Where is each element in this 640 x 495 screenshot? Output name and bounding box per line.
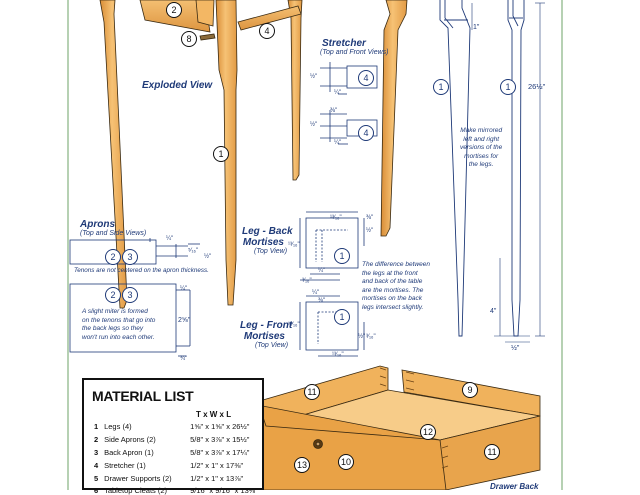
- row-dims: 1/2" x 1" x 17⅜": [190, 461, 244, 470]
- mirrored-note: Make mirrored left and right versions of…: [460, 127, 503, 168]
- dim-stretcher-quarter-front: ¼": [334, 140, 342, 146]
- callout-1-leg-profile-right: 1: [500, 79, 516, 95]
- leg-front-mortises-heading: Leg - Front Mortises: [240, 320, 293, 342]
- dim-leg-length: 26½": [528, 82, 546, 91]
- material-list-title: MATERIAL LIST: [92, 388, 194, 404]
- dim-front-thirteen-sixteenths-bottom: ¹³⁄₁₆": [332, 352, 344, 358]
- callout-1-front-mortise: 1: [334, 309, 350, 325]
- drawer-back-heading: Drawer Back: [490, 482, 539, 491]
- page-border: [67, 0, 563, 490]
- dim-apron-quarter: ¼": [180, 286, 188, 292]
- material-row: 6 Tabletop Cleats (2) 9/16" x 9/16" x 13⅜…: [94, 486, 258, 495]
- row-name: Tabletop Cleats (2): [104, 486, 168, 495]
- leg-back-mortises-detail: [299, 211, 365, 281]
- dim-back-half: ½": [366, 228, 374, 234]
- leg-back-subheading: (Top View): [254, 248, 288, 255]
- miter-note: A slight miter is formed on the tenons t…: [82, 308, 156, 341]
- stretcher-detail: [320, 62, 378, 145]
- row-number: 4: [94, 461, 99, 470]
- row-number: 2: [94, 435, 99, 444]
- dim-front-thirteen-sixteenths: ¹³⁄₁₆": [288, 322, 300, 328]
- row-name: Drawer Supports (2): [104, 474, 172, 483]
- callout-2: 2: [166, 2, 182, 18]
- row-dims: 5/8" x 3⅞" x 15½": [190, 435, 250, 444]
- row-dims: 9/16" x 9/16" x 13⅜": [190, 486, 258, 495]
- row-number: 3: [94, 448, 99, 457]
- material-row: 2 Side Aprons (2) 5/8" x 3⅞" x 15½": [94, 435, 249, 444]
- aprons-subheading: (Top and Side Views): [80, 230, 147, 237]
- dim-one-inch: 1": [473, 24, 480, 31]
- dim-apron-three-quarters: ¾": [180, 356, 188, 362]
- callout-1: 1: [213, 146, 229, 162]
- callout-13: 13: [294, 457, 310, 473]
- material-list-columns: T x W x L: [196, 410, 232, 419]
- material-list: MATERIAL LIST T x W x L 1 Legs (4) 1⅝" x …: [82, 378, 264, 495]
- callout-4-stretcher-front: 4: [358, 125, 374, 141]
- dim-stretcher-half-front: ½": [310, 122, 318, 128]
- leg-dimension-lines: [471, 2, 545, 343]
- callout-8: 8: [181, 31, 197, 47]
- row-number: 1: [94, 422, 99, 431]
- dim-front-half: ½": [358, 334, 366, 340]
- stretcher-heading: Stretcher: [322, 38, 366, 49]
- row-dims: 1/2" x 1" x 13⅞": [190, 474, 244, 483]
- aprons-detail: [69, 238, 200, 357]
- leg-front-mortises-detail: [299, 295, 365, 357]
- row-number: 5: [94, 474, 99, 483]
- callout-4: 4: [259, 23, 275, 39]
- difference-note: The difference between the legs at the f…: [362, 261, 430, 311]
- material-row: 1 Legs (4) 1⅝" x 1⅝" x 26½": [94, 422, 249, 431]
- dim-front-quarter: ¼": [312, 290, 320, 296]
- callout-3-aprons-top: 3: [122, 249, 138, 265]
- dim-apron-height: 2⅝": [178, 317, 191, 324]
- dim-four-inch: 4": [490, 308, 497, 315]
- row-dims: 1⅝" x 1⅝" x 26½": [190, 422, 250, 431]
- aprons-heading: Aprons: [80, 219, 115, 230]
- callout-10: 10: [338, 454, 354, 470]
- callout-11-left: 11: [304, 384, 320, 400]
- callout-12: 12: [420, 424, 436, 440]
- dim-back-three-sixteenths: ³⁄₁₆": [302, 278, 312, 284]
- dim-half-inch: ½": [511, 345, 520, 352]
- dim-apron-quarter-top: ¼": [166, 236, 174, 242]
- dim-stretcher-quarter: ¼": [334, 90, 342, 96]
- row-name: Legs (4): [104, 422, 132, 431]
- callout-1-leg-profile-left: 1: [433, 79, 449, 95]
- material-row: 5 Drawer Supports (2) 1/2" x 1" x 13⅞": [94, 474, 243, 483]
- callout-2-aprons-side: 2: [105, 287, 121, 303]
- dim-front-three-eighths: ⅜": [318, 298, 326, 304]
- dim-back-thirteen-sixteenths: ¹³⁄₁₆": [330, 215, 342, 221]
- material-row: 4 Stretcher (1) 1/2" x 1" x 17⅜": [94, 461, 243, 470]
- row-number: 6: [94, 486, 99, 495]
- exploded-view-legs: [99, 0, 408, 309]
- row-dims: 5/8" x 3⅞" x 17¼": [190, 448, 250, 457]
- dim-back-three-eighths: ⅜": [366, 215, 374, 221]
- callout-2-aprons-top: 2: [105, 249, 121, 265]
- material-row: 3 Back Apron (1) 5/8" x 3⅞" x 17¼": [94, 448, 249, 457]
- row-name: Side Aprons (2): [104, 435, 156, 444]
- dim-stretcher-three-eighths: ⅜": [330, 108, 338, 114]
- leg-back-mortises-heading: Leg - Back Mortises: [242, 226, 293, 248]
- dim-back-quarter: ¼": [318, 268, 326, 274]
- dim-stretcher-half: ½": [310, 74, 318, 80]
- dim-front-three-sixteenths: ³⁄₁₆": [366, 334, 376, 340]
- leg-front-subheading: (Top View): [255, 342, 289, 349]
- row-name: Stretcher (1): [104, 461, 146, 470]
- callout-4-stretcher-top: 4: [358, 70, 374, 86]
- exploded-view-heading: Exploded View: [142, 80, 213, 91]
- callout-11-right: 11: [484, 444, 500, 460]
- dim-back-thirteen-sixteenths-side: ¹³⁄₁₆": [288, 242, 300, 248]
- row-name: Back Apron (1): [104, 448, 154, 457]
- tenons-note: Tenons are not centered on the apron thi…: [74, 267, 209, 274]
- callout-9: 9: [462, 382, 478, 398]
- stretcher-subheading: (Top and Front Views): [320, 49, 389, 56]
- callout-3-aprons-side: 3: [122, 287, 138, 303]
- dim-apron-half: ½": [204, 254, 212, 260]
- dim-apron-five-sixteenths: ⁵⁄₁₆": [188, 248, 199, 254]
- drawer-assembly: [251, 365, 541, 490]
- callout-1-back-mortise: 1: [334, 248, 350, 264]
